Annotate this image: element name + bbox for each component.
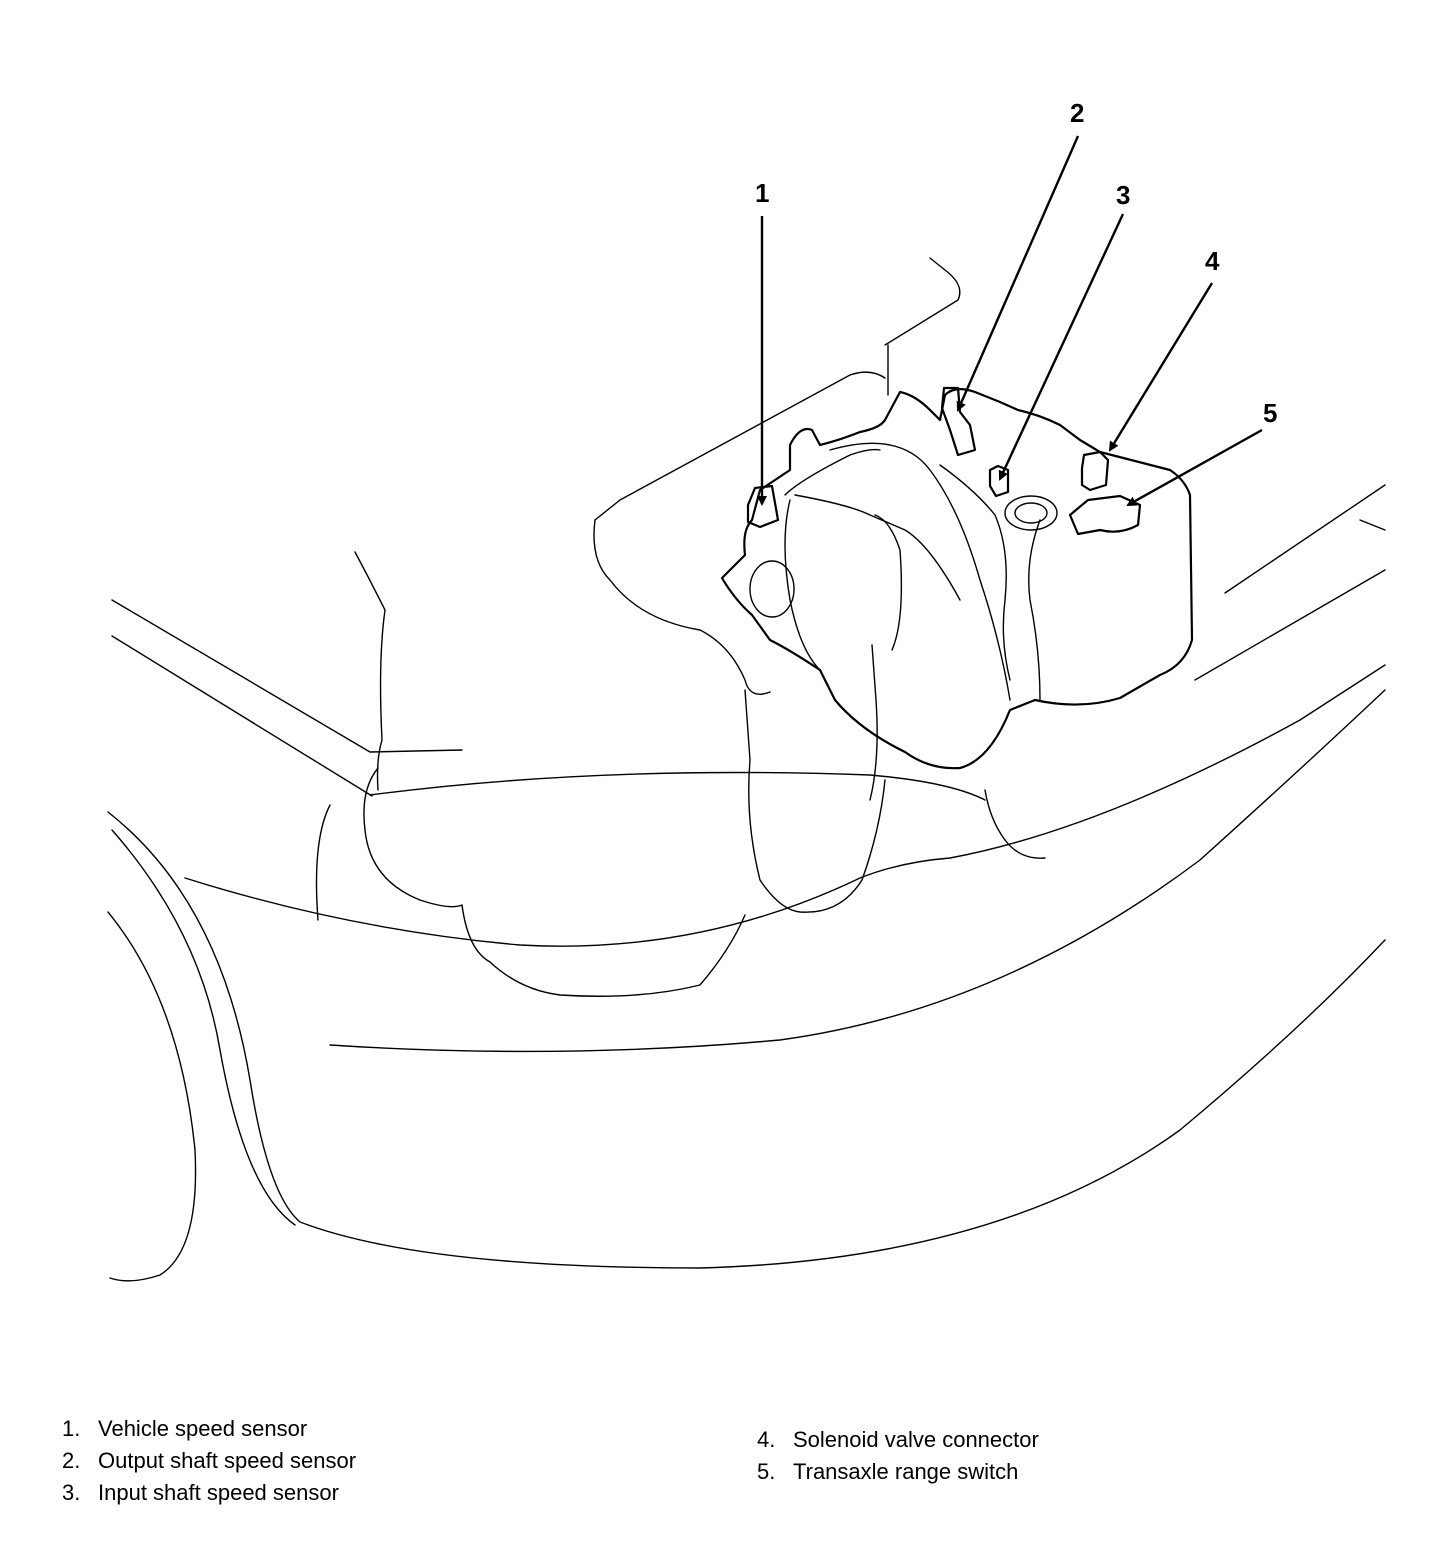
legend-label: Input shaft speed sensor	[98, 1480, 339, 1505]
legend-item-4: 4. Solenoid valve connector	[757, 1424, 1039, 1456]
legend-number: 4.	[757, 1427, 776, 1452]
legend-number: 3.	[62, 1480, 81, 1505]
transaxle-housing	[593, 257, 1194, 913]
vehicle-body-outline	[107, 484, 1386, 1282]
callout-4: 4	[1205, 246, 1220, 276]
legend-label: Output shaft speed sensor	[98, 1448, 357, 1473]
leader-line-2	[956, 135, 1080, 412]
legend-item-5: 5. Transaxle range switch	[757, 1456, 1039, 1488]
legend-left: 1. Vehicle speed sensor 2. Output shaft sp…	[62, 1413, 356, 1509]
legend-label: Transaxle range switch	[793, 1459, 1019, 1484]
sensor-components	[746, 386, 1142, 536]
leader-line-3	[998, 213, 1125, 481]
legend-number: 2.	[62, 1448, 81, 1473]
leader-line-5	[1126, 428, 1263, 507]
legend-number: 5.	[757, 1459, 776, 1484]
legend-item-1: 1. Vehicle speed sensor	[62, 1413, 356, 1445]
callout-2: 2	[1070, 98, 1084, 128]
leader-lines	[757, 135, 1263, 507]
leader-line-4	[1108, 282, 1214, 452]
callout-1: 1	[755, 178, 769, 208]
callout-5: 5	[1263, 398, 1277, 428]
legend-item-3: 3. Input shaft speed sensor	[62, 1477, 356, 1509]
callout-3: 3	[1116, 180, 1130, 210]
legend-label: Solenoid valve connector	[793, 1427, 1039, 1452]
legend-number: 1.	[62, 1416, 81, 1441]
legend-right: 4. Solenoid valve connector 5. Transaxle r…	[757, 1424, 1039, 1488]
legend-item-2: 2. Output shaft speed sensor	[62, 1445, 356, 1477]
legend-label: Vehicle speed sensor	[98, 1416, 308, 1441]
